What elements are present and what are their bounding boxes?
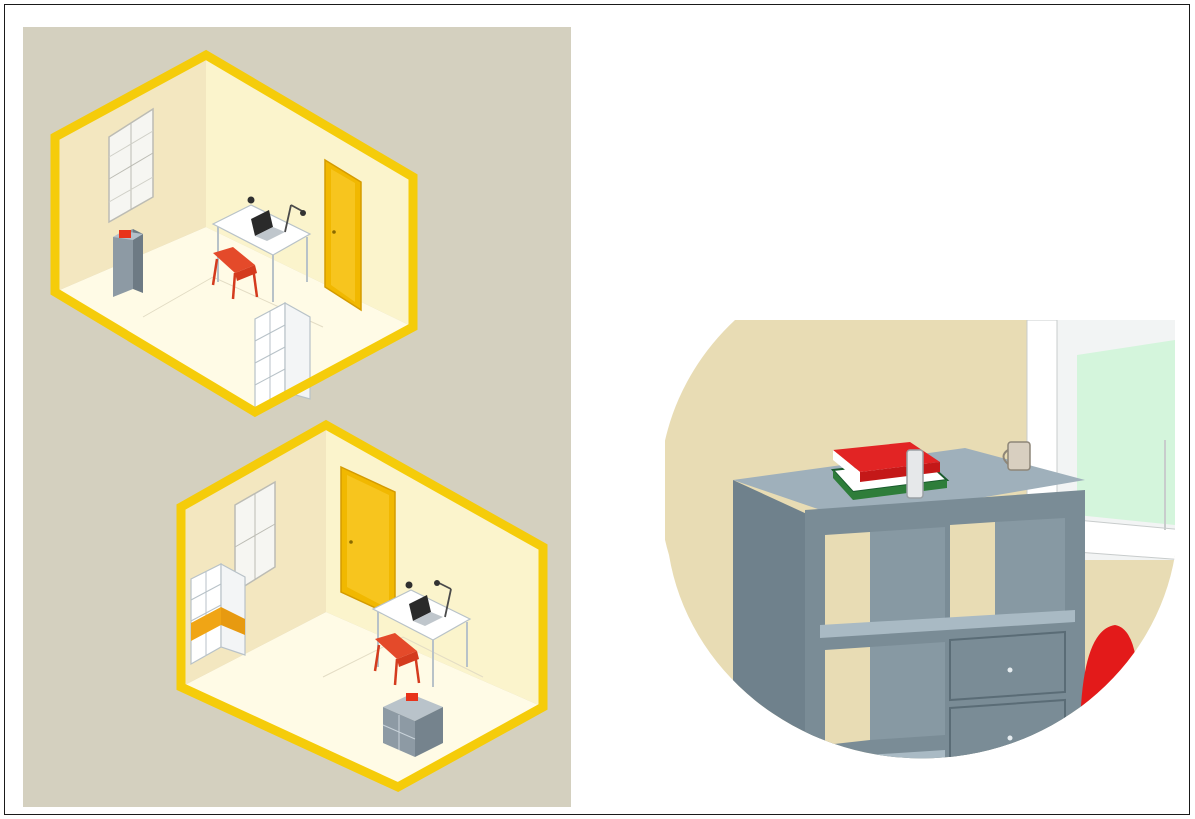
lower-room-floor-line bbox=[322, 636, 484, 678]
window-icon bbox=[234, 480, 276, 594]
lower-room-floor bbox=[181, 612, 543, 787]
cube-shelf-icon bbox=[733, 448, 1085, 759]
rooms-illustration bbox=[23, 27, 571, 807]
rooms-svg bbox=[23, 27, 571, 807]
red-chair-icon bbox=[1080, 625, 1176, 759]
window-icon bbox=[108, 107, 154, 224]
upper-room-floor bbox=[55, 227, 413, 412]
lower-room-frame bbox=[176, 419, 548, 793]
figure-frame bbox=[4, 4, 1190, 815]
chair-icon bbox=[211, 247, 259, 300]
lower-room bbox=[176, 419, 548, 793]
desk-lamp-icon bbox=[247, 196, 306, 233]
door-icon bbox=[340, 465, 396, 619]
upper-room bbox=[50, 49, 418, 418]
zoom-svg bbox=[665, 320, 1185, 810]
shelf-unit-icon bbox=[254, 301, 311, 411]
upper-room-frame bbox=[50, 49, 418, 418]
zoom-floor bbox=[665, 760, 1185, 810]
door-icon bbox=[324, 158, 362, 312]
storage-cabinet-icon bbox=[382, 693, 443, 757]
laptop-icon bbox=[409, 595, 443, 626]
mug-icon bbox=[1002, 441, 1031, 471]
shelf-unit-icon bbox=[190, 562, 246, 666]
chair-icon bbox=[373, 633, 421, 686]
bin-icon bbox=[113, 229, 143, 297]
zoom-detail-illustration bbox=[665, 320, 1185, 810]
phone-icon bbox=[906, 449, 924, 499]
laptop-icon bbox=[251, 210, 285, 241]
desk-lamp-icon bbox=[405, 580, 452, 618]
